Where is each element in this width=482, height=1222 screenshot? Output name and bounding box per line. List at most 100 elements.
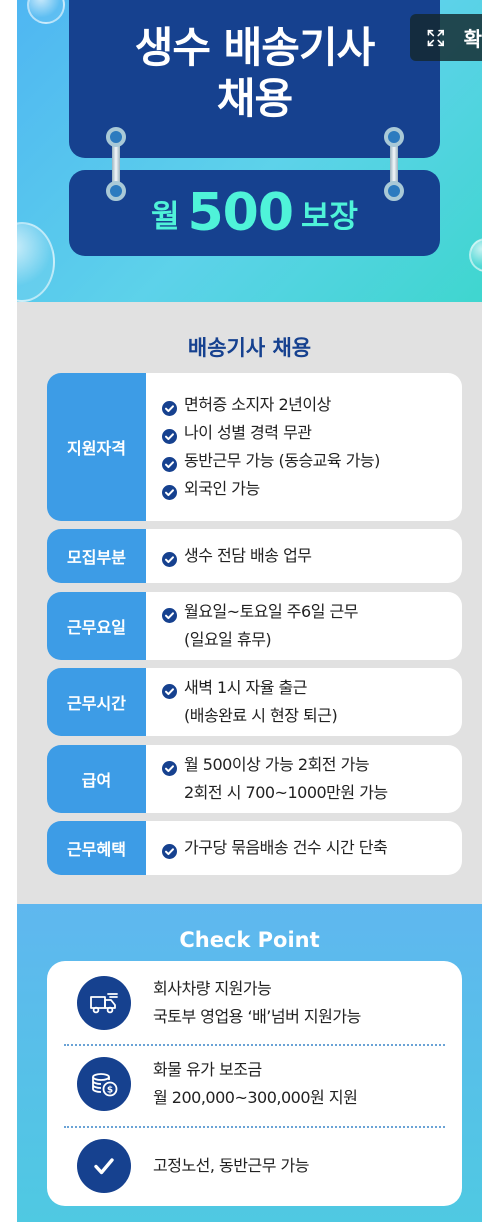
requirement-text: 외국인 가능	[184, 479, 260, 498]
item-lines: 새벽 1시 자율 출근 (배송완료 시 현장 퇴근)	[184, 674, 338, 730]
checkpoint-line: 회사차량 지원가능	[153, 979, 272, 998]
checkpoint-item: $ 화물 유가 보조금 월 200,000~300,000원 지원	[47, 1056, 462, 1112]
check-circle-icon	[162, 397, 177, 416]
salary-prefix: 월	[150, 198, 180, 235]
requirement-text: (일요일 휴무)	[184, 630, 272, 649]
hero-title-line2: 채용	[216, 74, 293, 124]
requirement-item: 새벽 1시 자율 출근 (배송완료 시 현장 퇴근)	[162, 674, 462, 730]
hero-banner: 생수 배송기사 채용 월 500 보장	[17, 0, 482, 302]
row-label: 급여	[47, 745, 146, 813]
item-lines: 면허증 소지자 2년이상	[184, 391, 331, 419]
delivery-truck-icon	[77, 976, 131, 1030]
checkpoint-text: 고정노선, 동반근무 가능	[153, 1152, 309, 1180]
requirement-text: 2회전 시 700~1000만원 가능	[184, 783, 388, 802]
salary-amount: 500	[187, 183, 294, 243]
item-lines: 동반근무 가능 (동승교육 가능)	[184, 447, 380, 475]
checkpoint-line: 고정노선, 동반근무 가능	[153, 1156, 309, 1175]
item-lines: 나이 성별 경력 무관	[184, 419, 312, 447]
item-lines: 가구당 묶음배송 건수 시간 단축	[184, 834, 388, 862]
hanger-rod-left	[112, 136, 120, 194]
row-body: 월 500이상 가능 2회전 가능 2회전 시 700~1000만원 가능	[146, 745, 462, 813]
requirement-item: 월 500이상 가능 2회전 가능 2회전 시 700~1000만원 가능	[162, 751, 462, 807]
title-board: 생수 배송기사 채용	[69, 0, 440, 158]
row-body: 월요일~토요일 주6일 근무 (일요일 휴무)	[146, 592, 462, 660]
checkpoint-line: 월 200,000~300,000원 지원	[153, 1088, 358, 1107]
hanger-ring-right-top	[384, 127, 404, 147]
checkpoint-section: Check Point 회사차량 지원가능 국토부 영업용 ‘배’넘버 지원가능	[17, 904, 482, 1222]
checkpoint-item: 고정노선, 동반근무 가능	[47, 1138, 462, 1194]
expand-label: 확	[463, 27, 482, 51]
requirement-text: (배송완료 시 현장 퇴근)	[184, 706, 338, 725]
checkpoint-item: 회사차량 지원가능 국토부 영업용 ‘배’넘버 지원가능	[47, 975, 462, 1031]
checkpoint-line: 국토부 영업용 ‘배’넘버 지원가능	[153, 1007, 361, 1026]
hanger-ring-left-top	[106, 127, 126, 147]
requirement-item: 나이 성별 경력 무관	[162, 419, 462, 447]
check-circle-icon	[162, 680, 177, 699]
requirement-item: 생수 전담 배송 업무	[162, 542, 462, 570]
recruit-row: 근무혜택 가구당 묶음배송 건수 시간 단축	[47, 821, 462, 875]
dotted-divider	[64, 1044, 445, 1046]
row-label: 근무요일	[47, 592, 146, 660]
checkpoint-card: 회사차량 지원가능 국토부 영업용 ‘배’넘버 지원가능 $	[47, 961, 462, 1206]
dotted-divider	[64, 1126, 445, 1128]
requirement-text: 나이 성별 경력 무관	[184, 423, 312, 442]
requirement-text: 월요일~토요일 주6일 근무	[184, 602, 358, 621]
check-circle-icon	[162, 840, 177, 859]
bubble-decoration	[17, 222, 55, 302]
item-lines: 외국인 가능	[184, 475, 260, 503]
check-circle-icon	[162, 481, 177, 500]
check-circle-icon	[162, 548, 177, 567]
row-body: 새벽 1시 자율 출근 (배송완료 시 현장 퇴근)	[146, 668, 462, 736]
check-circle-icon	[162, 425, 177, 444]
bubble-decoration	[27, 0, 65, 24]
recruit-row: 급여 월 500이상 가능 2회전 가능 2회전 시 700~1000만원 가능	[47, 745, 462, 813]
recruit-row: 근무요일 월요일~토요일 주6일 근무 (일요일 휴무)	[47, 592, 462, 660]
hanger-ring-right-bottom	[384, 181, 404, 201]
hanger-ring-left-bottom	[106, 181, 126, 201]
bubble-decoration	[469, 238, 482, 272]
requirement-text: 가구당 묶음배송 건수 시간 단축	[184, 838, 388, 857]
coins-icon: $	[77, 1057, 131, 1111]
row-label: 지원자격	[47, 373, 146, 521]
requirement-item: 가구당 묶음배송 건수 시간 단축	[162, 834, 462, 862]
requirement-item: 외국인 가능	[162, 475, 462, 503]
recruit-row: 근무시간 새벽 1시 자율 출근 (배송완료 시 현장 퇴근)	[47, 668, 462, 736]
checkpoint-title: Check Point	[179, 928, 320, 952]
row-label: 근무시간	[47, 668, 146, 736]
expand-button[interactable]: 확	[410, 14, 482, 61]
requirement-text: 면허증 소지자 2년이상	[184, 395, 331, 414]
requirement-text: 동반근무 가능 (동승교육 가능)	[184, 451, 380, 470]
hanger-rod-right	[390, 136, 398, 194]
recruit-title: 배송기사 채용	[187, 336, 312, 360]
expand-icon	[427, 29, 444, 46]
requirement-text: 새벽 1시 자율 출근	[184, 678, 307, 697]
salary-suffix: 보장	[301, 198, 359, 235]
hero-title-line1: 생수 배송기사	[134, 23, 375, 72]
requirement-text: 생수 전담 배송 업무	[184, 546, 312, 565]
checkpoint-text: 화물 유가 보조금 월 200,000~300,000원 지원	[153, 1056, 358, 1112]
checkpoint-text: 회사차량 지원가능 국토부 영업용 ‘배’넘버 지원가능	[153, 975, 361, 1031]
requirement-item: 동반근무 가능 (동승교육 가능)	[162, 447, 462, 475]
checkmark-icon	[77, 1139, 131, 1193]
row-label: 모집부분	[47, 529, 146, 583]
row-body: 가구당 묶음배송 건수 시간 단축	[146, 821, 462, 875]
item-lines: 생수 전담 배송 업무	[184, 542, 312, 570]
check-circle-icon	[162, 453, 177, 472]
row-label: 근무혜택	[47, 821, 146, 875]
check-circle-icon	[162, 757, 177, 776]
check-circle-icon	[162, 604, 177, 623]
svg-text:$: $	[107, 1086, 113, 1096]
requirement-text: 월 500이상 가능 2회전 가능	[184, 755, 370, 774]
requirement-item: 월요일~토요일 주6일 근무 (일요일 휴무)	[162, 598, 462, 654]
checkpoint-line: 화물 유가 보조금	[153, 1060, 262, 1079]
item-lines: 월요일~토요일 주6일 근무 (일요일 휴무)	[184, 598, 358, 654]
row-body: 생수 전담 배송 업무	[146, 529, 462, 583]
salary-board: 월 500 보장	[69, 170, 440, 256]
requirement-item: 면허증 소지자 2년이상	[162, 391, 462, 419]
item-lines: 월 500이상 가능 2회전 가능 2회전 시 700~1000만원 가능	[184, 751, 388, 807]
